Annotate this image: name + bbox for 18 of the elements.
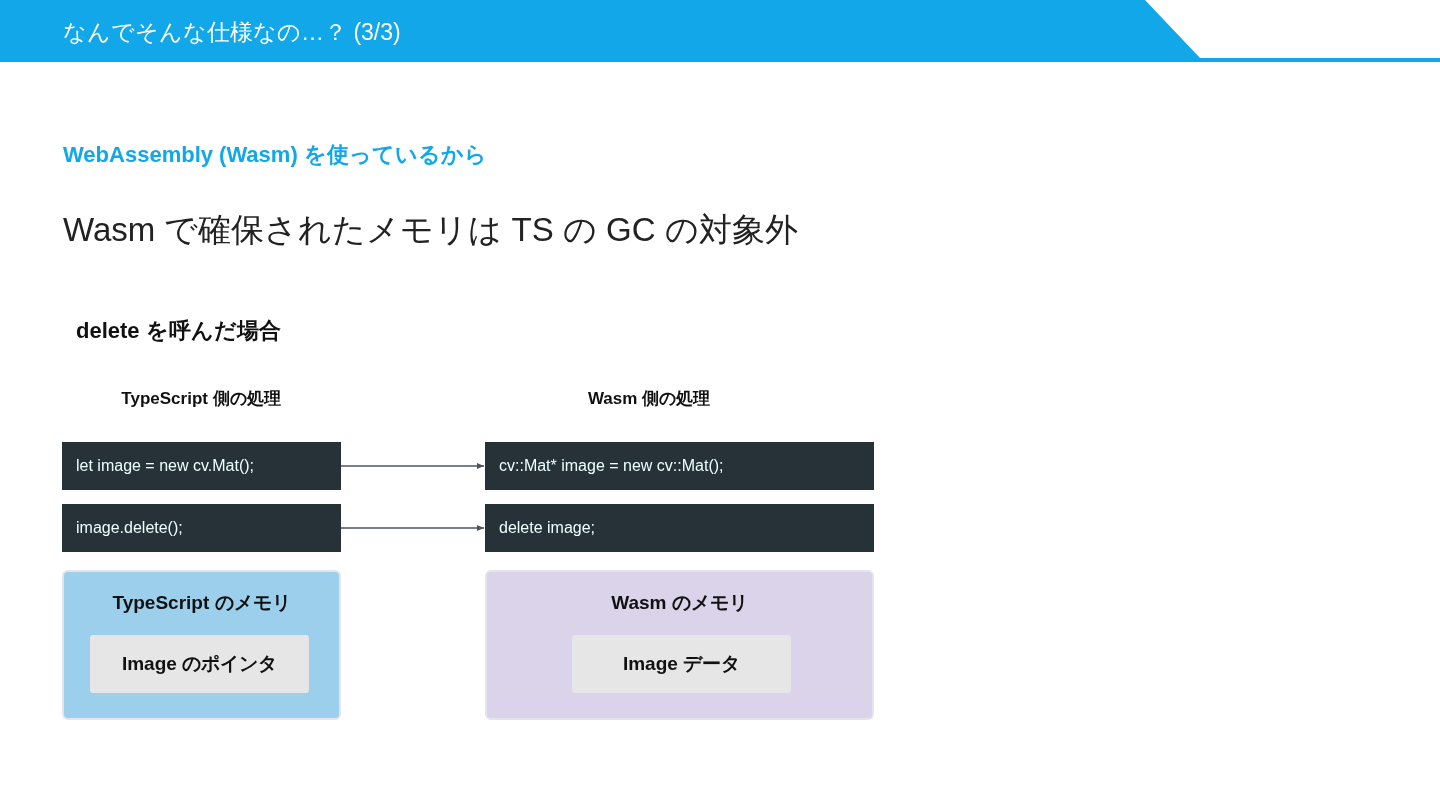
panel-heading: TypeScript のメモリ <box>111 591 292 615</box>
subheading: WebAssembly (Wasm) を使っているから <box>63 141 487 169</box>
memory-panel <box>485 570 874 720</box>
heading: Wasm で確保されたメモリは TS の GC の対象外 <box>63 210 798 250</box>
slide-title: なんでそんな仕様なの…？ (3/3) <box>63 18 401 47</box>
code-block: let image = new cv.Mat(); <box>62 442 341 490</box>
code-block: delete image; <box>485 504 874 552</box>
panel-heading: Wasm のメモリ <box>610 591 749 615</box>
arrow <box>340 463 485 469</box>
arrow <box>340 525 485 531</box>
section-heading: delete を呼んだ場合 <box>76 317 281 345</box>
code-block: image.delete(); <box>62 504 341 552</box>
code-block: cv::Mat* image = new cv::Mat(); <box>485 442 874 490</box>
column-heading: Wasm 側の処理 <box>587 388 711 410</box>
memory-item: Image データ <box>572 635 791 693</box>
memory-item: Image のポインタ <box>90 635 309 693</box>
column-heading: TypeScript 側の処理 <box>121 388 281 410</box>
memory-panel <box>62 570 341 720</box>
